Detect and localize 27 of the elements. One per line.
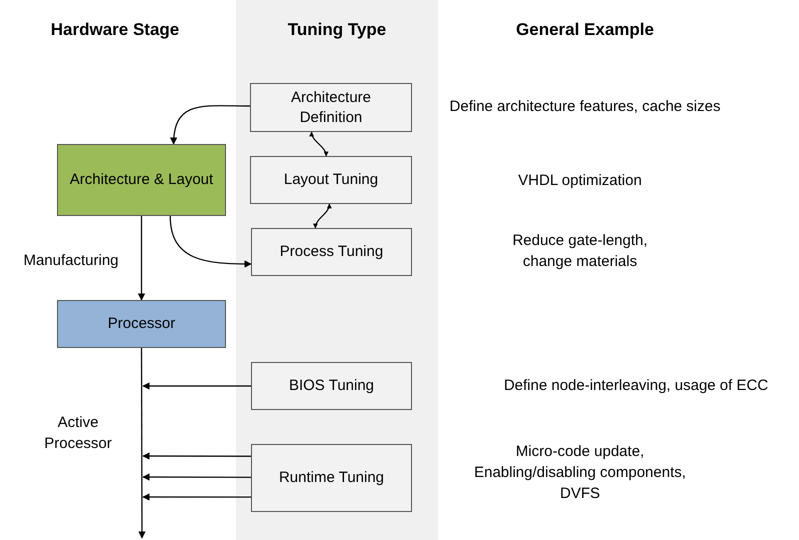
process-box: BIOS Tuning (251, 362, 412, 410)
process-box: Architecture & Layout (57, 144, 226, 216)
arrow (142, 382, 251, 390)
example-text: Reduce gate-length, change materials (511, 231, 649, 272)
stage-label: Active Processor (43, 413, 113, 454)
column-band (236, 0, 438, 540)
example-text: VHDL optimization (517, 171, 643, 191)
arrow (170, 105, 250, 145)
process-box: Layout Tuning (250, 156, 412, 204)
arrow (142, 452, 251, 460)
example-text: Define node-interleaving, usage of ECC (502, 376, 770, 396)
arrow (138, 216, 146, 301)
arrow (314, 204, 332, 228)
column-heading: Hardware Stage (50, 19, 180, 41)
arrow (142, 473, 251, 481)
arrow (310, 132, 328, 156)
arrow (138, 348, 146, 539)
example-text: Micro-code update, Enabling/disabling components, DVFS (473, 442, 687, 504)
column-heading: Tuning Type (286, 19, 388, 41)
process-box: Processor (57, 300, 226, 348)
process-box: Process Tuning (251, 228, 412, 276)
arrow (142, 493, 251, 501)
process-box: Runtime Tuning (251, 444, 412, 512)
process-box: Architecture Definition (250, 83, 412, 132)
example-text: Define architecture features, cache sizes (448, 97, 722, 117)
column-heading: General Example (515, 19, 655, 41)
arrow (170, 216, 252, 268)
